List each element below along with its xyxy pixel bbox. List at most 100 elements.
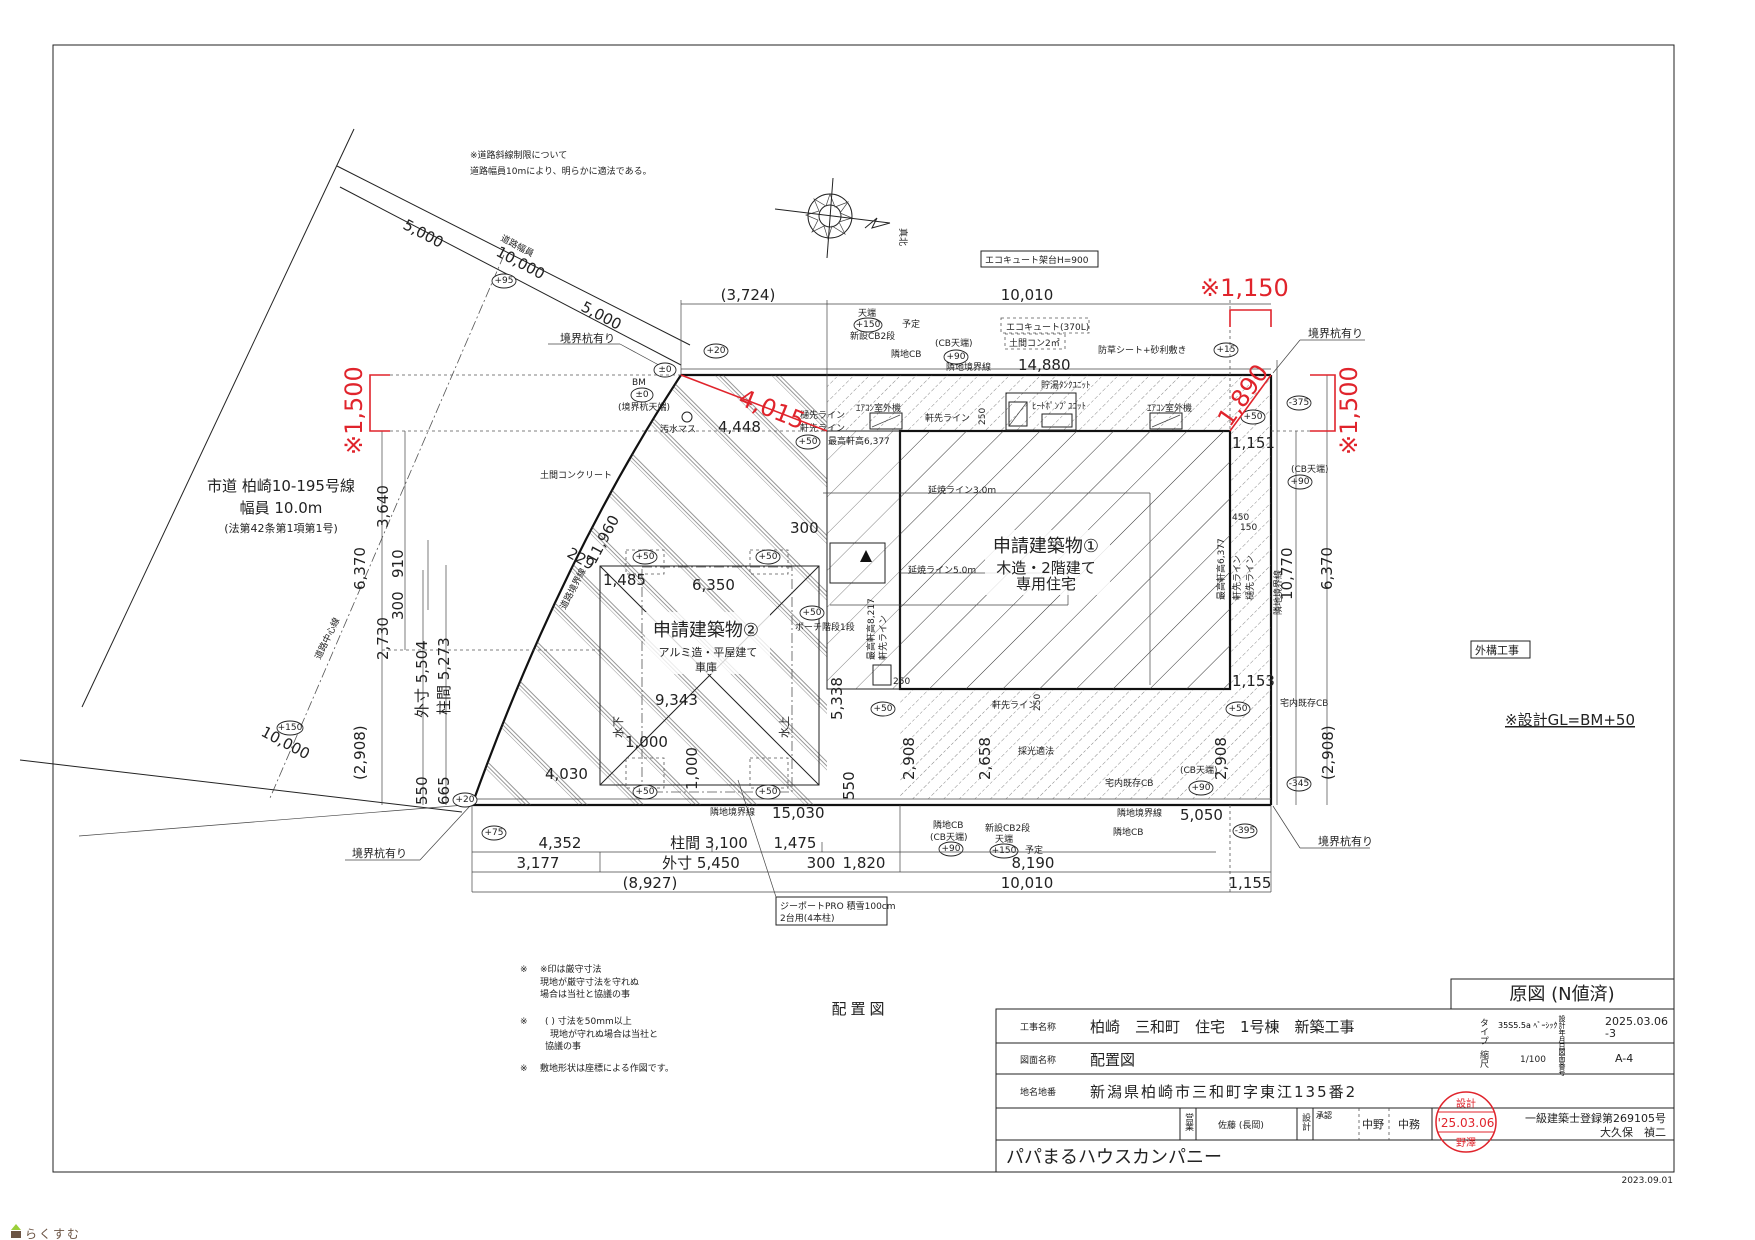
concrete-area-hatch [472,375,827,805]
level-marker: +15 [1213,342,1239,358]
dim-4352: 4,352 [539,834,582,852]
dim-300-bottom: 300 [807,854,836,872]
level-marker: ±0 [653,362,677,378]
entrance-triangle-icon [860,550,872,562]
building-1-structure: 木造・2階建て [996,559,1096,577]
design-gl-note: ※設計GL=BM+50 [1505,711,1635,729]
gutter-line-vertical-right: 樋先ライン [1244,555,1256,600]
top-end-label: 天端 [858,307,876,319]
svg-text:+90: +90 [942,844,961,854]
carport-spec-box: ジーポートPRO 積雪100cm 2台用(4本柱) [737,779,896,926]
fire-line-5m: 延焼ライン5.0m [908,564,976,576]
svg-text:らくすむ: らくすむ [25,1227,81,1240]
dim-4448: 4,448 [718,418,761,436]
dim-1820: 1,820 [843,854,886,872]
dim-14880: 14,880 [1018,356,1071,374]
bm-note: (境界杭天端) [618,401,670,413]
road-half-width-lower: 5,000 [578,298,624,334]
dim-6370-left: 6,370 [351,547,369,590]
svg-text:+90: +90 [947,352,966,362]
road-width: 幅員 10.0m [240,499,323,517]
dim-300-left: 300 [389,591,407,620]
svg-text:エコキュート架台H=900: エコキュート架台H=900 [985,254,1089,266]
dim-5450: 外寸 5,450 [662,854,740,872]
dim-2658: 2,658 [976,737,994,780]
dim-1000-v: 1,000 [683,747,701,790]
dim-3100: 柱間 3,100 [670,834,748,852]
level-marker: +50 [799,605,825,621]
planned-label-bottom: 予定 [1025,844,1043,856]
level-marker: +150 [853,317,883,333]
dim-4030: 4,030 [545,765,588,783]
dim-3640: 3,640 [374,485,392,528]
level-marker: +90 [938,841,964,857]
building-2-use: 車庫 [695,660,717,674]
sheet-frame [52,44,1675,1173]
top-end-label-bottom: 天端 [995,833,1013,845]
svg-text:中野: 中野 [1362,1118,1384,1131]
building-2-title: 申請建築物② [653,620,759,641]
svg-text:+50: +50 [874,704,893,714]
svg-text:土間コン2㎡: 土間コン2㎡ [1009,337,1060,349]
title-block: 原図 (N値済) 工事名称 柏崎 三和町 住宅 1号棟 新築工事 図面名称 配置… [995,978,1675,1186]
svg-text:+150: +150 [992,846,1017,856]
dim-2730: 2,730 [374,617,392,660]
building-1-use: 専用住宅 [1016,575,1076,593]
svg-text:ジーポートPRO 積雪100cm: ジーポートPRO 積雪100cm [780,900,896,912]
tank-unit-label: 貯湯ﾀﾝｸﾕﾆｯﾄ [1041,380,1091,391]
svg-text:※: ※ [520,965,528,975]
architect-registration: 一級建築士登録第269105号 [1525,1111,1666,1125]
max-eave-vertical: 最高軒高6,377 [1215,538,1227,600]
svg-text:+50: +50 [636,552,655,562]
neighbor-cb-label: 隣地CB [891,348,921,360]
road-slope-note-line2: 道路幅員10mにより、明らかに適法である。 [470,165,652,177]
dim-910: 910 [389,549,407,578]
svg-text:( ) 寸法を50mm以上: ( ) 寸法を50mm以上 [545,1015,632,1027]
svg-text:タイプ: タイプ [1478,1018,1489,1045]
level-marker: +20 [703,343,729,359]
svg-text:+20: +20 [456,795,475,805]
svg-text:エコキュート(370L): エコキュート(370L) [1006,323,1089,333]
fire-line-3m: 延焼ライン3.0m [928,484,996,496]
dim-550-left: 550 [413,776,431,805]
max-eave-label: 最高軒高6,377 [828,435,890,447]
svg-text:野澤: 野澤 [1456,1137,1476,1149]
svg-text:縮尺: 縮尺 [1478,1049,1489,1069]
dim-5338: 5,338 [828,677,846,720]
svg-text:+15: +15 [1217,345,1236,355]
bm-label: BM [632,378,646,388]
gutter-line-label: 樋先ライン [800,409,845,421]
svg-text:+150: +150 [856,320,881,330]
designer-stamp: 設計 '25.03.06 野澤 [1435,1091,1497,1153]
level-marker: +50 [755,784,781,800]
svg-text:±0: ±0 [635,390,649,400]
boundary-stake-label-se: 境界杭有り [1318,834,1373,848]
level-marker: -375 [1286,395,1312,411]
svg-text:設計: 設計 [1300,1112,1311,1132]
level-marker: -395 [1232,823,1258,839]
svg-text:外構工事: 外構工事 [1475,644,1519,657]
svg-text:※: ※ [520,1017,528,1027]
drawing-name: 配置図 [1090,1051,1135,1069]
dim-450: 450 [1232,513,1249,523]
new-cb-label: 新設CB2段 [850,330,895,342]
scale: 1/100 [1520,1055,1546,1065]
level-marker: +50 [632,784,658,800]
neighbor-line-vertical: 隣地境界線 [1272,570,1284,615]
ecocute-stand-box: エコキュート架台H=900 [980,250,1099,268]
dim-250-bottom: 250 [1033,694,1043,711]
svg-text:+50: +50 [799,437,818,447]
site-location: 新潟県柏崎市三和町字東江135番2 [1090,1083,1357,1101]
svg-text:+75: +75 [485,828,504,838]
eave-line-vertical-right: 軒先ライン [1231,555,1243,600]
red-dim-left: ※1,500 [340,366,368,455]
neighbor-cb-label-bl: 隣地CB [933,819,963,831]
building-1 [823,429,1232,691]
dim-1000-h: 1,000 [625,733,668,751]
daylight-label: 採光適法 [1018,745,1054,757]
heatpump-label: ﾋｰﾄﾎﾟﾝﾌﾟﾕﾆｯﾄ [1032,401,1086,412]
cb-top-label: (CB天端) [935,337,972,349]
level-marker: +50 [755,549,781,565]
company-name: パパまるハウスカンパニー [1006,1147,1222,1168]
level-marker: +50 [1225,701,1251,717]
